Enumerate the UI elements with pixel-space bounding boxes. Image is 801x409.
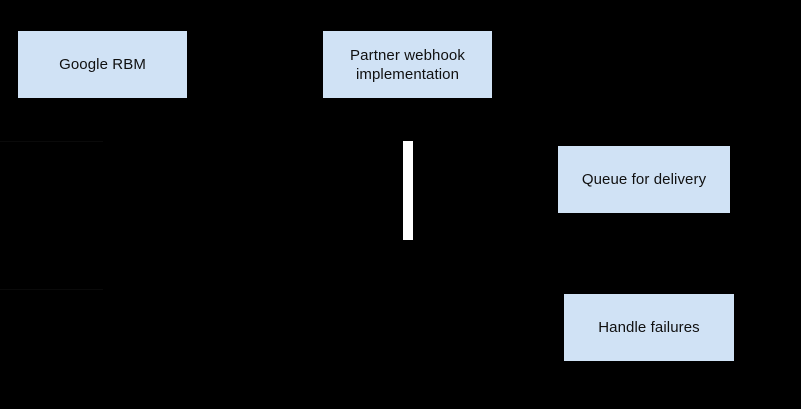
node-label-google-rbm: Google RBM: [59, 56, 146, 73]
node-label-handle-failures: Handle failures: [598, 319, 700, 336]
connector-vertical-white: [403, 141, 413, 240]
node-google-rbm[interactable]: Google RBM: [18, 31, 187, 98]
node-partner-webhook-implementation[interactable]: Partner webhook implementation: [323, 31, 492, 98]
node-label-partner-webhook-implementation: Partner webhook implementation: [350, 46, 465, 83]
connector-faint-lower: [0, 289, 103, 290]
node-queue-for-delivery[interactable]: Queue for delivery: [558, 146, 730, 213]
node-handle-failures[interactable]: Handle failures: [564, 294, 734, 361]
node-label-queue-for-delivery: Queue for delivery: [581, 171, 707, 188]
connector-faint-upper: [0, 141, 103, 142]
